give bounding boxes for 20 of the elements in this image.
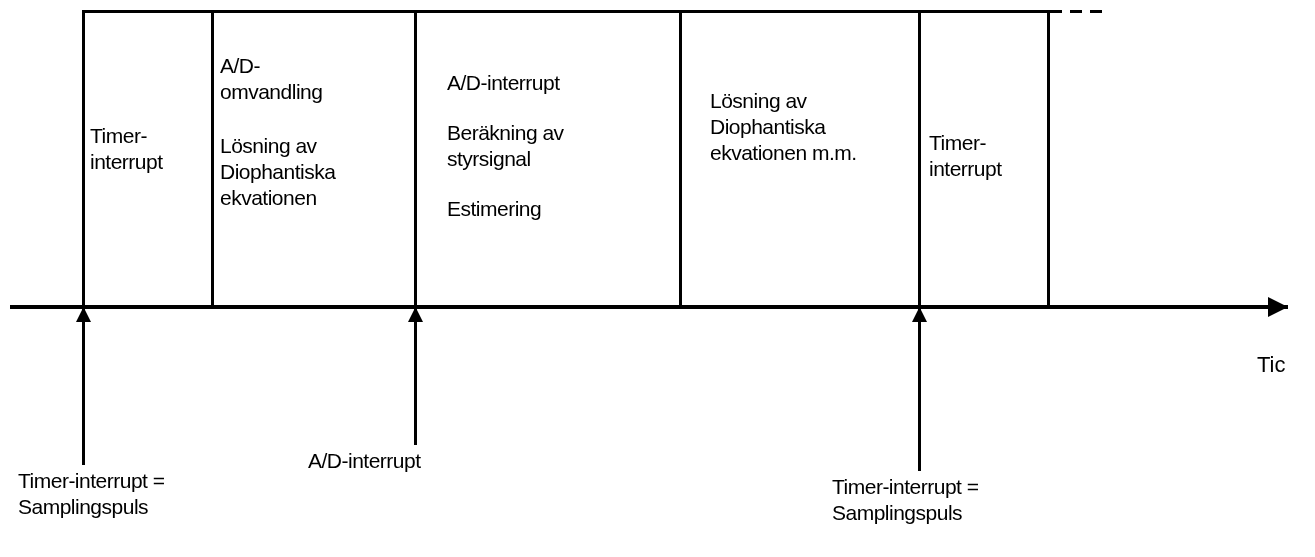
arrow	[76, 307, 91, 465]
task-text: Lösning av Diophantiska ekvationen m.m.	[710, 88, 858, 166]
arrow	[912, 307, 927, 471]
task-text: Beräkning av styrsignal	[447, 120, 565, 172]
interrupt-label: Timer-interrupt = Samplingspuls	[18, 468, 166, 520]
axis-label: Tic	[1257, 352, 1286, 378]
arrow	[408, 307, 423, 445]
interrupt-label: Timer-interrupt = Samplingspuls	[832, 474, 980, 526]
time-slot-box	[679, 10, 918, 307]
task-text: Timer-interrupt	[90, 123, 164, 175]
task-text: A/D-interrupt	[447, 70, 561, 96]
interrupt-label: A/D-interrupt	[308, 448, 421, 474]
time-slot-box	[211, 10, 414, 307]
task-text: Lösning av Diophantiska ekvationen	[220, 133, 337, 211]
time-slot-box	[414, 10, 679, 307]
task-text: Estimering	[447, 196, 543, 222]
time-slot-box	[918, 10, 1050, 307]
task-text: A/D-omvandling	[220, 53, 324, 105]
time-slot-box	[82, 10, 211, 307]
task-text: Timer-interrupt	[929, 130, 1003, 182]
